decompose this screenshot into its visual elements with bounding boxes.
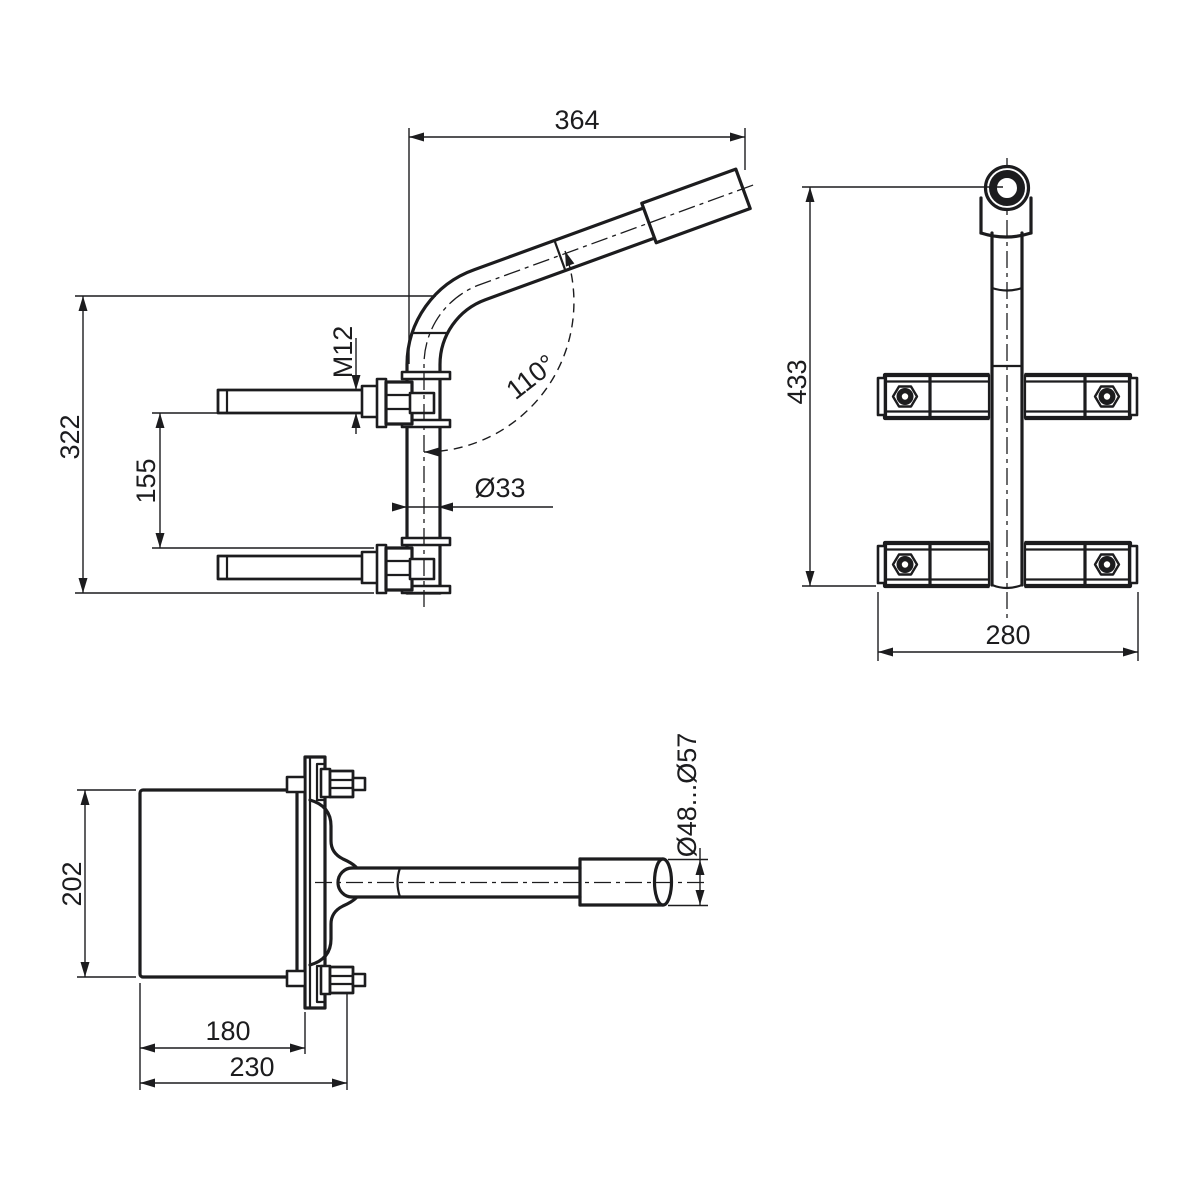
dim-thread: M12 (328, 326, 361, 434)
rod-stub (285, 775, 307, 794)
through-bolt-lower (285, 964, 367, 996)
bent-arm (405, 167, 752, 595)
arm-end-sleeve (640, 167, 752, 245)
bar-end-cap (876, 544, 887, 585)
dim-clamp-width-label: 280 (985, 620, 1030, 650)
threaded-rod (216, 388, 380, 415)
hex-nut (384, 380, 414, 426)
side-view: 364 322 155 M12 (55, 105, 757, 607)
mast-tube (987, 231, 1027, 590)
tube-joint-line (990, 286, 1024, 292)
bar-end-cap (876, 376, 887, 417)
sleeve-bottom (979, 231, 1033, 239)
arm-joint-line (553, 239, 567, 272)
arm-inner-edge (438, 236, 656, 595)
hex-bolt-head (1093, 385, 1121, 408)
dim-clamp-width: 280 (877, 592, 1139, 661)
dim-rod-spacing: 155 (131, 412, 374, 549)
dim-reach-label: 364 (554, 105, 599, 135)
rod-step (360, 550, 380, 585)
clamp-band-top (400, 536, 452, 547)
dim-spigot-diameter: Ø48...Ø57 (668, 733, 708, 907)
through-bolt-upper (285, 767, 367, 799)
arm-outer-edge (405, 206, 646, 595)
arm-centerline (423, 183, 757, 607)
dim-overall-height-label: 433 (782, 359, 812, 404)
dim-reach: 364 (408, 105, 746, 364)
dim-pole-width-label: 180 (205, 1016, 250, 1046)
saddle-curve-top (308, 798, 358, 869)
dim-tube-diameter-label: Ø33 (474, 473, 525, 503)
dim-bend-angle-label: 110° (501, 349, 562, 406)
dim-pole-depth: 202 (57, 789, 136, 978)
hex-bolt-head (891, 385, 919, 408)
dim-plate-height: 322 (55, 295, 436, 594)
dim-overall-height: 433 (782, 186, 1003, 587)
hex-bolt-head (891, 553, 919, 576)
threaded-rod (216, 554, 380, 581)
dim-pole-width: 180 (139, 983, 306, 1090)
rod-stub (285, 969, 307, 988)
dim-pole-depth-label: 202 (57, 861, 87, 906)
dim-spigot-diameter-label: Ø48...Ø57 (672, 733, 702, 858)
clamp-bolt-upper (216, 370, 452, 429)
tube-bottom-cap (990, 583, 1024, 590)
hex-nut (384, 546, 414, 592)
dim-plate-height-label: 322 (55, 414, 85, 459)
dim-overall-depth-label: 230 (229, 1052, 274, 1082)
dim-overall-depth: 230 (140, 992, 348, 1090)
clamp-band-top (400, 370, 452, 381)
thread-stub (351, 776, 367, 792)
bolt-end-face (408, 557, 436, 581)
bar-end-cap (1128, 376, 1139, 417)
top-view: 202 180 230 Ø48...Ø57 (57, 733, 708, 1090)
front-view: 433 280 (782, 158, 1139, 661)
clamp-bolt-lower (216, 536, 452, 595)
thread-stub (351, 972, 367, 988)
rod-step (360, 384, 380, 419)
hex-nut (328, 965, 355, 995)
tube-joint-line (396, 866, 402, 899)
dim-tube-diameter: Ø33 (392, 473, 553, 512)
spigot-bore (989, 170, 1025, 206)
bolt-end-face (408, 391, 436, 415)
hex-nut (328, 769, 355, 799)
saddle-curve-bottom (308, 896, 358, 967)
dim-rod-spacing-label: 155 (131, 458, 161, 503)
pole-section (138, 788, 299, 979)
dim-thread-label: M12 (328, 326, 358, 379)
bar-end-cap (1128, 544, 1139, 585)
arm-end-circle (979, 164, 1033, 239)
hex-bolt-head (1093, 553, 1121, 576)
